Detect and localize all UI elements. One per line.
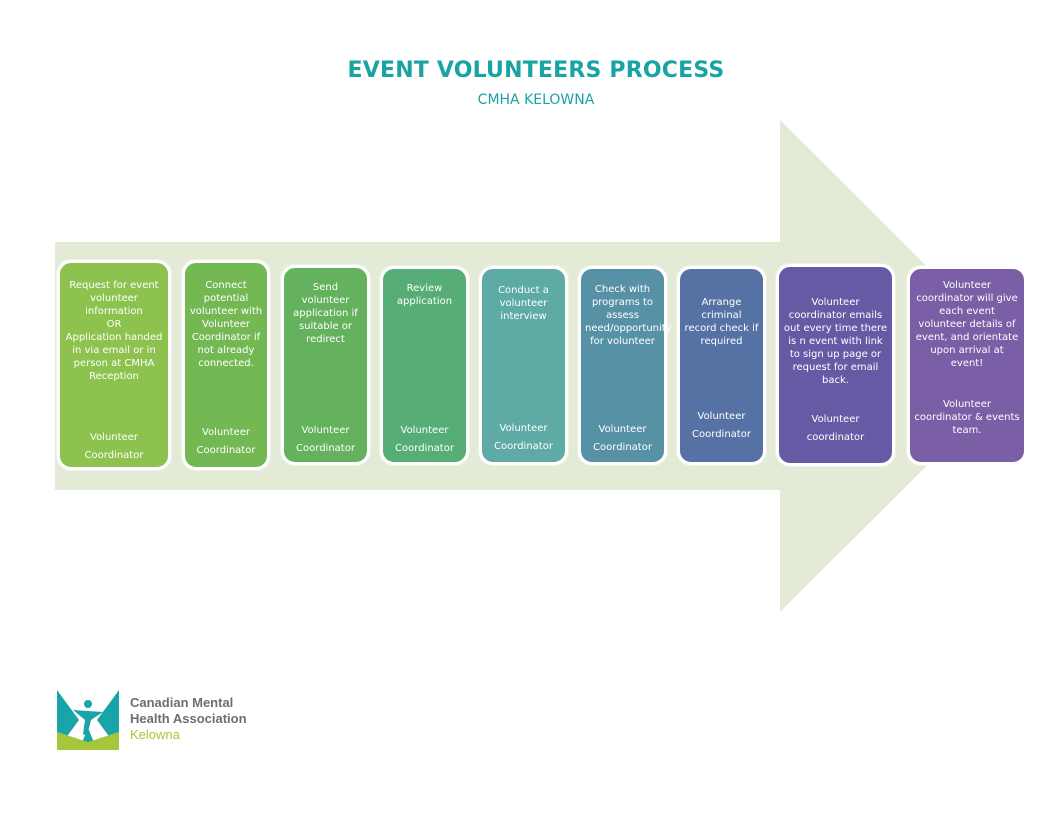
org-name-line1: Canadian Mental bbox=[130, 695, 234, 710]
step-role: Volunteer Coordinator bbox=[84, 432, 144, 461]
step-orientate-volunteers: Volunteer coordinator will give each eve… bbox=[907, 266, 1027, 465]
organization-name: Canadian Mental Health Association Kelow… bbox=[130, 695, 247, 743]
org-name-line2: Health Association bbox=[130, 711, 247, 726]
step-send-application: Send volunteer application if suitable o… bbox=[281, 265, 370, 465]
step-check-programs: Check with programs to assess need/oppor… bbox=[578, 266, 672, 465]
step-connect-volunteer: Connect potential volunteer with Volunte… bbox=[182, 260, 270, 470]
step-description: Request for event volunteer information … bbox=[65, 280, 163, 382]
step-role: Volunteer Coordinator bbox=[196, 427, 256, 456]
step-description: Conduct a volunteer interview bbox=[498, 285, 549, 322]
step-criminal-record-check: Arrange criminal record check if require… bbox=[677, 266, 766, 465]
step-description: Arrange criminal record check if require… bbox=[684, 297, 759, 347]
step-description: Connect potential volunteer with Volunte… bbox=[189, 280, 263, 369]
step-role: Volunteer Coordinator bbox=[692, 411, 751, 440]
step-description: Volunteer coordinator will give each eve… bbox=[915, 280, 1019, 369]
step-description: Send volunteer application if suitable o… bbox=[293, 282, 358, 345]
org-location: Kelowna bbox=[130, 727, 180, 742]
step-role: Volunteer Coordinator bbox=[494, 423, 553, 452]
step-conduct-interview: Conduct a volunteer interview Volunteer … bbox=[479, 266, 568, 465]
page-subtitle: CMHA KELOWNA bbox=[477, 92, 595, 108]
page-title: EVENT VOLUNTEERS PROCESS bbox=[347, 58, 725, 83]
step-role: Volunteer Coordinator bbox=[593, 424, 652, 453]
step-description: Volunteer coordinator emails out every t… bbox=[783, 297, 888, 386]
step-description: Review application bbox=[396, 283, 453, 307]
step-role: Volunteer Coordinator bbox=[296, 425, 355, 454]
step-role: Volunteer Coordinator bbox=[395, 425, 454, 454]
step-role: Volunteer coordinator bbox=[806, 414, 865, 443]
cmha-logo-icon bbox=[57, 690, 119, 750]
step-email-event-link: Volunteer coordinator emails out every t… bbox=[776, 264, 895, 466]
step-description: Check with programs to assess need/oppor… bbox=[585, 284, 672, 347]
step-role: Volunteer coordinator & events team. bbox=[914, 399, 1020, 436]
step-review-application: Review application Volunteer Coordinator bbox=[380, 266, 469, 465]
step-request-information: Request for event volunteer information … bbox=[57, 260, 171, 470]
